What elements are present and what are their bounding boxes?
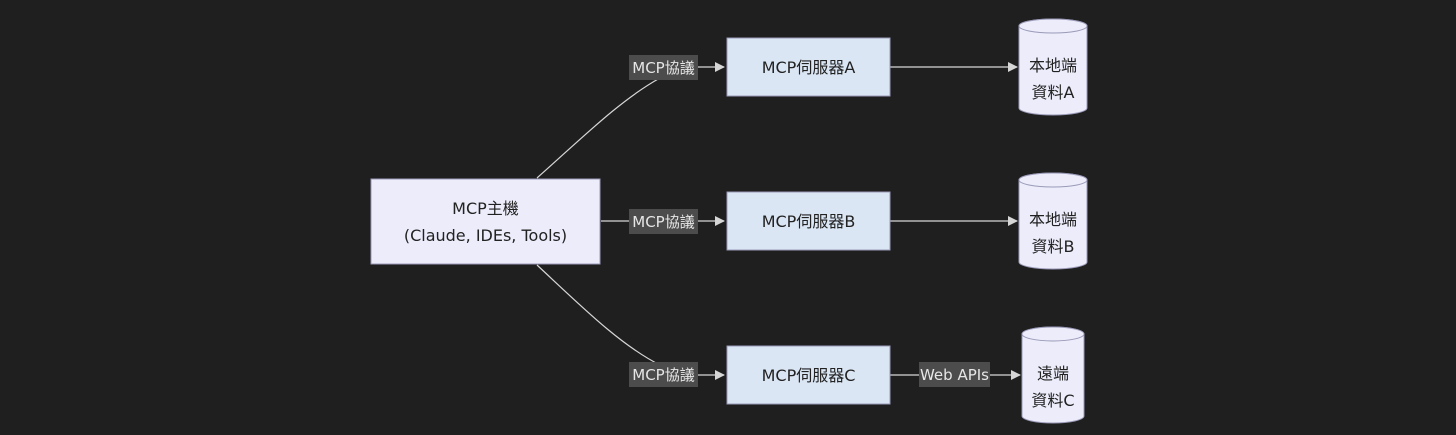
server-b-node: MCP伺服器B <box>726 191 891 251</box>
host-node: MCP主機 (Claude, IDEs, Tools) <box>370 178 601 265</box>
server-c-label: MCP伺服器C <box>762 366 856 385</box>
server-a-label: MCP伺服器A <box>762 58 856 77</box>
edge-label-c-to-remote: Web APIs <box>919 362 990 387</box>
database-c-line2: 資料C <box>1031 391 1074 410</box>
database-a-line1: 本地端 <box>1029 56 1077 75</box>
database-b-cylinder: 本地端 資料B <box>1018 172 1088 270</box>
edge-label-host-to-a: MCP協議 <box>629 55 698 80</box>
edge-label-text: MCP協議 <box>632 59 694 77</box>
edge-host-to-server-a <box>536 62 725 179</box>
edge-label-host-to-c: MCP協議 <box>629 362 698 387</box>
server-b-label: MCP伺服器B <box>762 212 856 231</box>
database-c-line1: 遠端 <box>1037 364 1069 383</box>
edge-host-to-server-c <box>536 264 725 380</box>
host-title: MCP主機 <box>452 199 519 218</box>
edge-label-text: MCP協議 <box>632 213 694 231</box>
edge-label-host-to-b: MCP協議 <box>629 209 698 234</box>
host-subtitle: (Claude, IDEs, Tools) <box>404 226 567 245</box>
edge-label-text: Web APIs <box>920 366 989 384</box>
database-c-cylinder: 遠端 資料C <box>1021 326 1085 424</box>
database-b-line2: 資料B <box>1032 237 1075 256</box>
edge-label-text: MCP協議 <box>632 366 694 384</box>
server-a-node: MCP伺服器A <box>726 37 891 97</box>
database-a-cylinder: 本地端 資料A <box>1018 18 1088 116</box>
database-a-line2: 資料A <box>1032 83 1075 102</box>
database-b-line1: 本地端 <box>1029 210 1077 229</box>
server-c-node: MCP伺服器C <box>726 345 891 405</box>
